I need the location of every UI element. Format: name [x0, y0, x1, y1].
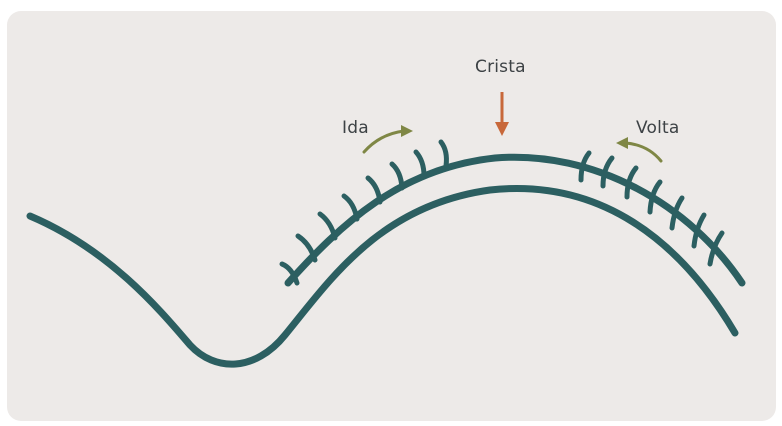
hatch-mark [441, 142, 446, 166]
crista-label: Crista [475, 57, 526, 77]
hatch-mark [694, 215, 704, 246]
volta-arrow [616, 137, 661, 161]
hatch-mark [416, 152, 424, 176]
hatch-mark [368, 178, 380, 202]
ida-label: Ida [342, 118, 369, 138]
ida-arrow [364, 125, 413, 152]
hatch-mark [392, 164, 402, 188]
volta-label: Volta [636, 118, 680, 138]
hatch-mark [298, 236, 315, 260]
crest-arrow [495, 92, 509, 136]
hatch-mark [344, 196, 357, 219]
hatch-mark [320, 214, 335, 238]
base-wave-curve [30, 189, 735, 365]
